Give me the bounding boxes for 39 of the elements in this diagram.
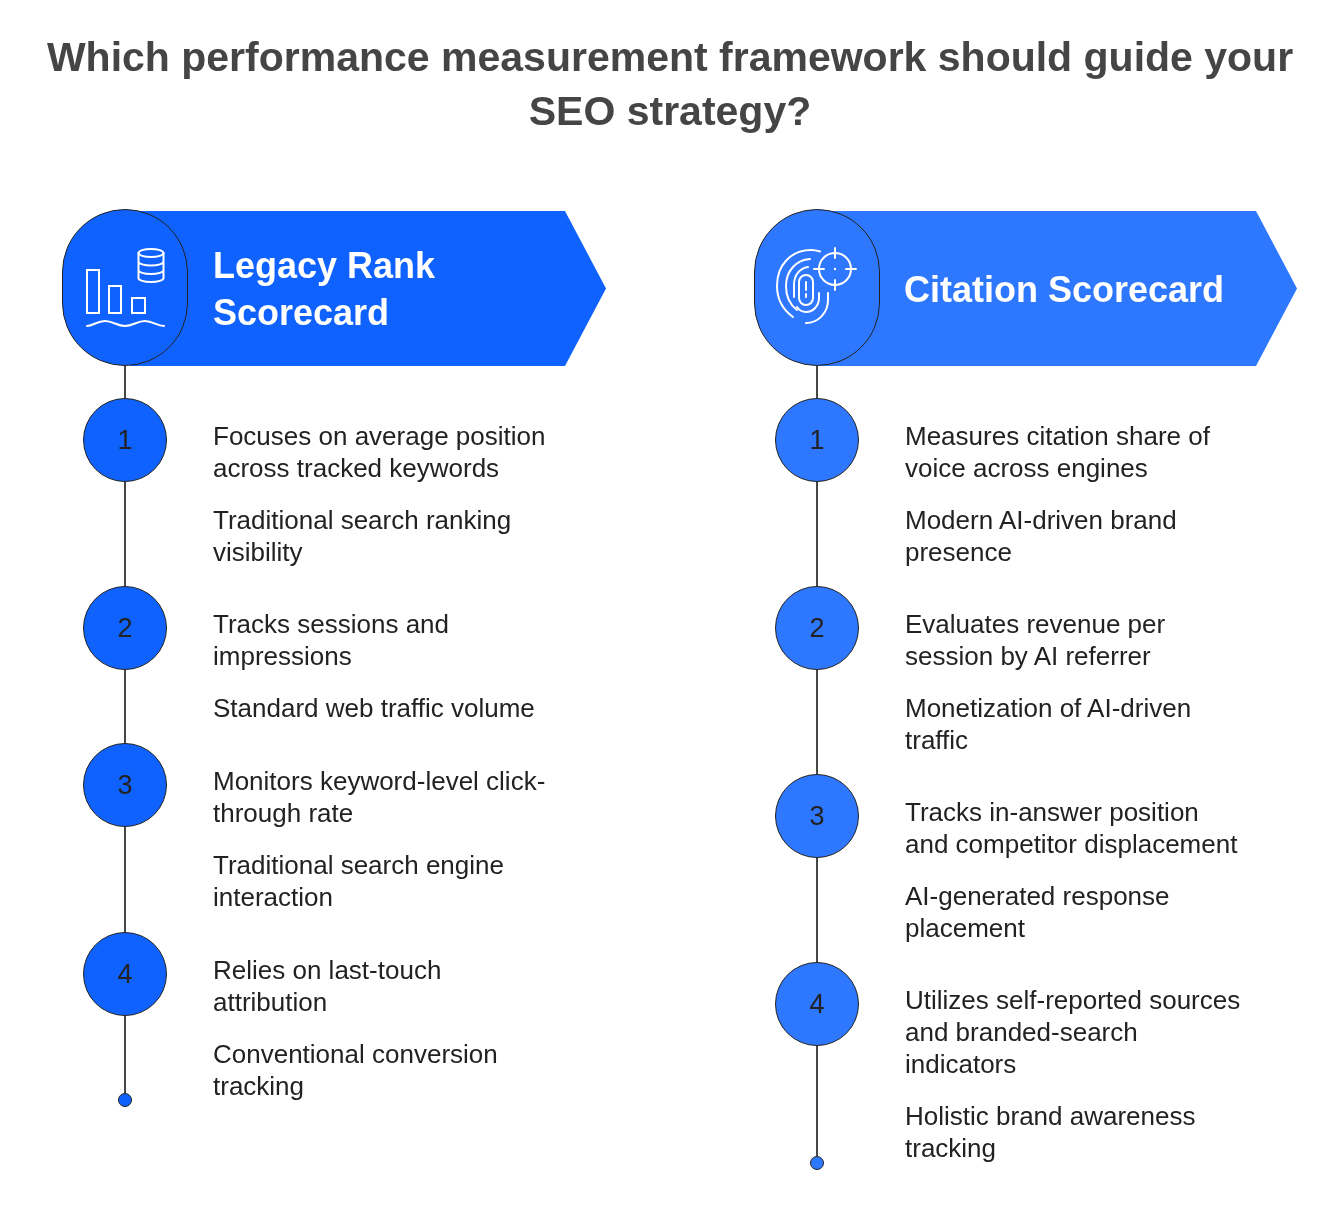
description-text: Monetization of AI-driven traffic xyxy=(905,692,1193,756)
numbered-circle: 1 xyxy=(775,398,859,482)
connector-line xyxy=(816,481,818,587)
numbered-circle: 3 xyxy=(83,743,167,827)
description-text: Traditional search ranking visibility xyxy=(213,504,513,568)
description-text: Focuses on average position across tracked keywords xyxy=(213,420,547,484)
numbered-circle: 4 xyxy=(83,932,167,1016)
banner-title-text: Citation Scorecard xyxy=(904,267,1226,311)
description-text: Tracks in-answer position and competitor displacement xyxy=(905,796,1239,860)
numbered-circle: 3 xyxy=(775,774,859,858)
numbered-circle: 2 xyxy=(83,586,167,670)
description-text: AI-generated response placement xyxy=(905,880,1171,944)
connector-line xyxy=(124,1015,126,1094)
end-dot xyxy=(810,1156,824,1170)
diagram-title: Which performance measurement framework should guide your SEO strategy? xyxy=(45,33,1295,136)
description-text: Monitors keyword-level click-through rate xyxy=(213,765,547,829)
description-text: Holistic brand awareness tracking xyxy=(905,1100,1197,1164)
connector-line xyxy=(124,481,126,587)
description-text: Conventional conversion tracking xyxy=(213,1038,499,1102)
connector-line xyxy=(816,1045,818,1157)
description-text: Traditional search engine interaction xyxy=(213,849,505,913)
connector-line xyxy=(124,826,126,933)
end-dot xyxy=(118,1093,132,1107)
description-text: Standard web traffic volume xyxy=(213,692,536,724)
description-text: Relies on last-touch attribution xyxy=(213,954,443,1018)
description-text: Measures citation share of voice across engines xyxy=(905,420,1211,484)
numbered-circle: 4 xyxy=(775,962,859,1046)
numbered-circle: 1 xyxy=(83,398,167,482)
description-text: Modern AI-driven brand presence xyxy=(905,504,1178,568)
banner-title-text: Legacy Rank Scorecard xyxy=(213,243,437,335)
connector-line xyxy=(124,365,126,399)
description-text: Utilizes self-reported sources and branded-search indicators xyxy=(905,984,1242,1080)
connector-line xyxy=(816,857,818,963)
connector-line xyxy=(124,669,126,744)
connector-line xyxy=(816,365,818,399)
description-text: Evaluates revenue per session by AI referrer xyxy=(905,608,1167,672)
description-text: Tracks sessions and impressions xyxy=(213,608,451,672)
numbered-circle: 2 xyxy=(775,586,859,670)
connector-line xyxy=(816,669,818,775)
